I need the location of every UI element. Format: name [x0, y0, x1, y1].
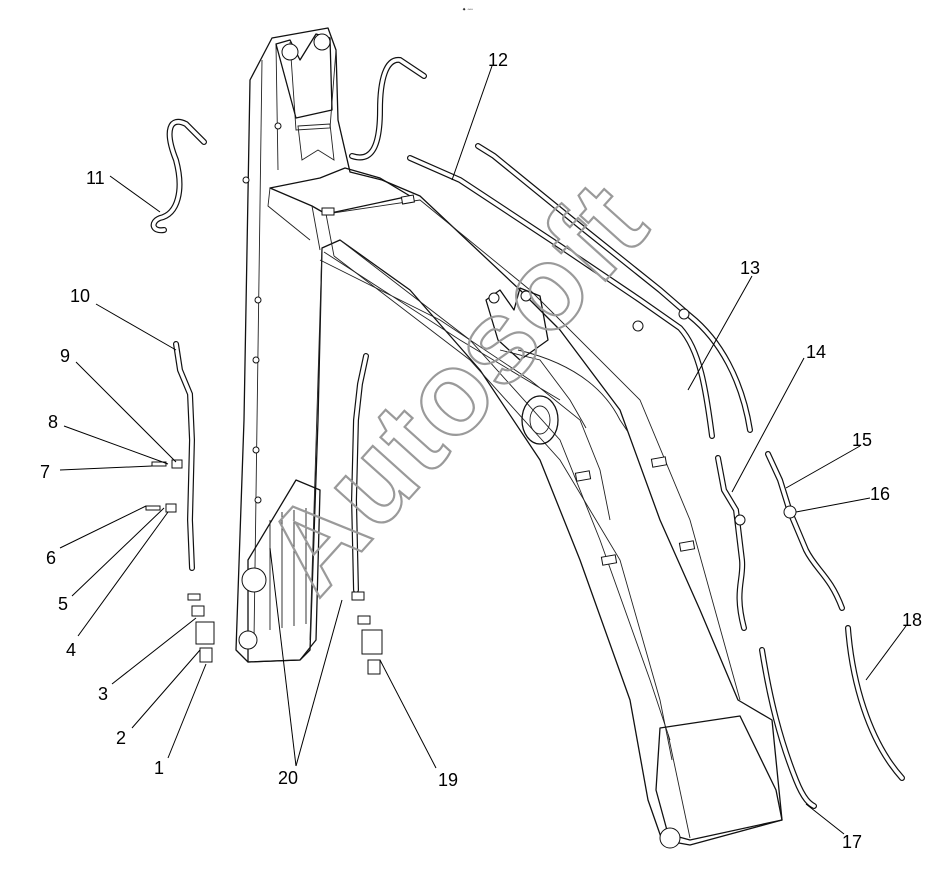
- boom-tip-box: [655, 715, 783, 841]
- callout-14: 14: [806, 342, 826, 362]
- callout-9: 9: [60, 346, 70, 366]
- callout-4: 4: [66, 640, 76, 660]
- callout-5: 5: [58, 594, 68, 614]
- boom-foot-slots: [269, 508, 307, 630]
- callout-13: 13: [740, 258, 760, 278]
- hose-upper-right-of-mast: [349, 56, 427, 161]
- pipe-14: [715, 455, 747, 631]
- callout-15: 15: [852, 430, 872, 450]
- boom-tip-seam: [667, 733, 691, 839]
- watermark-text: Autosoft: [239, 157, 672, 618]
- callout-6: 6: [46, 548, 56, 568]
- callout-12: 12: [488, 50, 508, 70]
- pipe-12-fitting: [678, 308, 690, 320]
- callout-2: 2: [116, 728, 126, 748]
- lug-bore-right: [520, 290, 532, 302]
- clamp-16: [783, 505, 797, 519]
- fittings-middle: [351, 591, 383, 675]
- boom-mast-inner: [253, 41, 337, 641]
- pipe-clamps: [321, 194, 696, 566]
- pipe-10: [173, 341, 196, 571]
- pipe-13-fitting: [632, 320, 644, 332]
- boom-foot-frame: [247, 479, 321, 663]
- boom-window: [297, 123, 335, 161]
- pipe-14-fitting: [734, 514, 746, 526]
- callout-10: 10: [70, 286, 90, 306]
- header-marker: ⁕ ▫▫▫: [462, 7, 473, 13]
- pin-bore-top-right: [313, 33, 331, 51]
- foot-pin-bore: [241, 567, 267, 593]
- hose-18: [845, 625, 905, 781]
- fittings-left: [145, 459, 215, 663]
- boom-cross-tube: [521, 395, 559, 445]
- pipe-20: [350, 353, 369, 593]
- lug-bore-left: [488, 292, 500, 304]
- callout-20: 20: [278, 768, 298, 788]
- boom-structure: [235, 27, 783, 849]
- boom-side-pipe: [319, 251, 611, 521]
- boom-upper-ribs: [267, 187, 335, 257]
- pipe-13: [475, 143, 753, 433]
- foot-lower-bore: [238, 630, 258, 650]
- callout-7: 7: [40, 462, 50, 482]
- callout-1: 1: [154, 758, 164, 778]
- callout-16: 16: [870, 484, 890, 504]
- callout-11: 11: [86, 168, 105, 188]
- boom-front-pipe: [499, 349, 629, 433]
- pin-bore-top-left: [281, 43, 299, 61]
- mast-bolts: [242, 122, 282, 504]
- callout-8: 8: [48, 412, 58, 432]
- pipe-12: [407, 155, 715, 439]
- boom-cross-tube-bore: [529, 405, 551, 435]
- callout-17: 17: [842, 832, 862, 852]
- callout-19: 19: [438, 770, 458, 790]
- leader-lines: [59, 65, 907, 835]
- pipe-15: [765, 451, 845, 611]
- callout-18: 18: [902, 610, 922, 630]
- cylinder-lugs: [485, 287, 549, 361]
- hose-17: [759, 647, 817, 809]
- hose-11: [150, 118, 207, 234]
- callout-labels: 1 2 3 4 5 6 7 8 9 10 11 12 13 14 15 16 1…: [40, 50, 922, 852]
- boom-upper-box: [269, 167, 411, 215]
- boom-tip-bore: [659, 827, 681, 849]
- boom-lower-web: [309, 239, 671, 741]
- hydraulic-lines: [145, 56, 905, 809]
- callout-3: 3: [98, 684, 108, 704]
